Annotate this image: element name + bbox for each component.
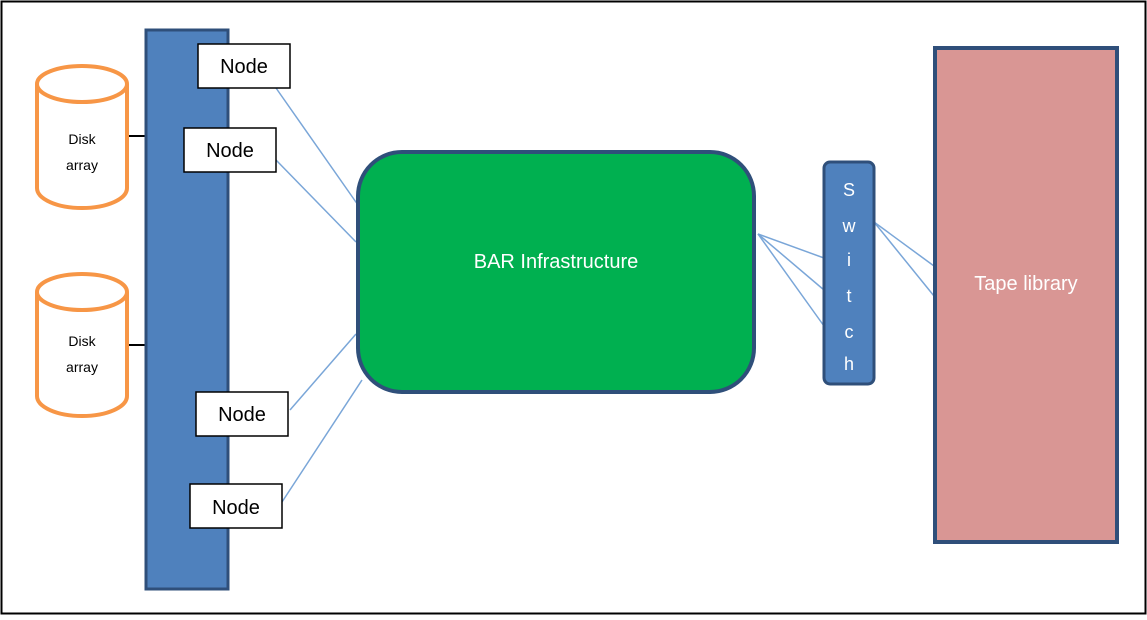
bar-infrastructure-label: BAR Infrastructure [474, 251, 639, 273]
connector-switch-tape-2 [873, 221, 935, 297]
disk-array-1: Disk array [35, 64, 129, 210]
node-3: Node [195, 391, 289, 437]
connector-bar-switch-3 [757, 233, 825, 327]
node-1: Node [197, 43, 291, 89]
bar-infrastructure-box [356, 150, 756, 394]
bar-infrastructure: BAR Infrastructure [356, 150, 756, 394]
node-1-box [197, 43, 291, 89]
node-4-label: Node [212, 497, 260, 519]
switch-box [822, 160, 876, 386]
node-4: Node [189, 483, 283, 529]
node-3-label: Node [218, 404, 266, 426]
node-2: Node [183, 127, 277, 173]
disk-array-2-label-line2: array [66, 359, 98, 375]
switch: S w i t c h [822, 160, 876, 386]
disk-array-2-label-line1: Disk [68, 333, 96, 349]
disk-array-1-body [35, 84, 129, 210]
connector-switch-tape-1 [873, 221, 935, 267]
switch-tape-connectors [873, 221, 935, 297]
switch-letter-2: w [842, 216, 857, 236]
node-3-box [195, 391, 289, 437]
tape-library-label: Tape library [974, 273, 1077, 295]
switch-letter-6: h [844, 354, 854, 374]
connector-bar-switch-1 [757, 233, 825, 259]
disk-array-2-top [35, 272, 129, 312]
switch-letter-5: c [845, 322, 854, 342]
bar-switch-connectors [757, 233, 825, 327]
disk-array-1-label-line2: array [66, 157, 98, 173]
node-connectors [275, 87, 363, 503]
node-1-label: Node [220, 56, 268, 78]
disk-array-2-body [35, 292, 129, 418]
switch-letter-4: t [846, 286, 851, 306]
connector-node4-bar [281, 379, 363, 503]
node-4-box [189, 483, 283, 529]
disk-array-1-label-line1: Disk [68, 131, 96, 147]
switch-letter-3: i [847, 250, 851, 270]
connector-node2-bar [275, 159, 357, 243]
connector-bar-switch-2 [757, 233, 825, 291]
disk-array-2: Disk array [35, 272, 129, 418]
tape-library: Tape library [933, 46, 1119, 544]
tape-library-box [933, 46, 1119, 544]
connector-node3-bar [289, 333, 357, 411]
connector-node1-bar [275, 87, 359, 206]
node-2-box [183, 127, 277, 173]
disk-array-1-top [35, 64, 129, 104]
node-2-label: Node [206, 140, 254, 162]
switch-letter-1: S [843, 180, 855, 200]
